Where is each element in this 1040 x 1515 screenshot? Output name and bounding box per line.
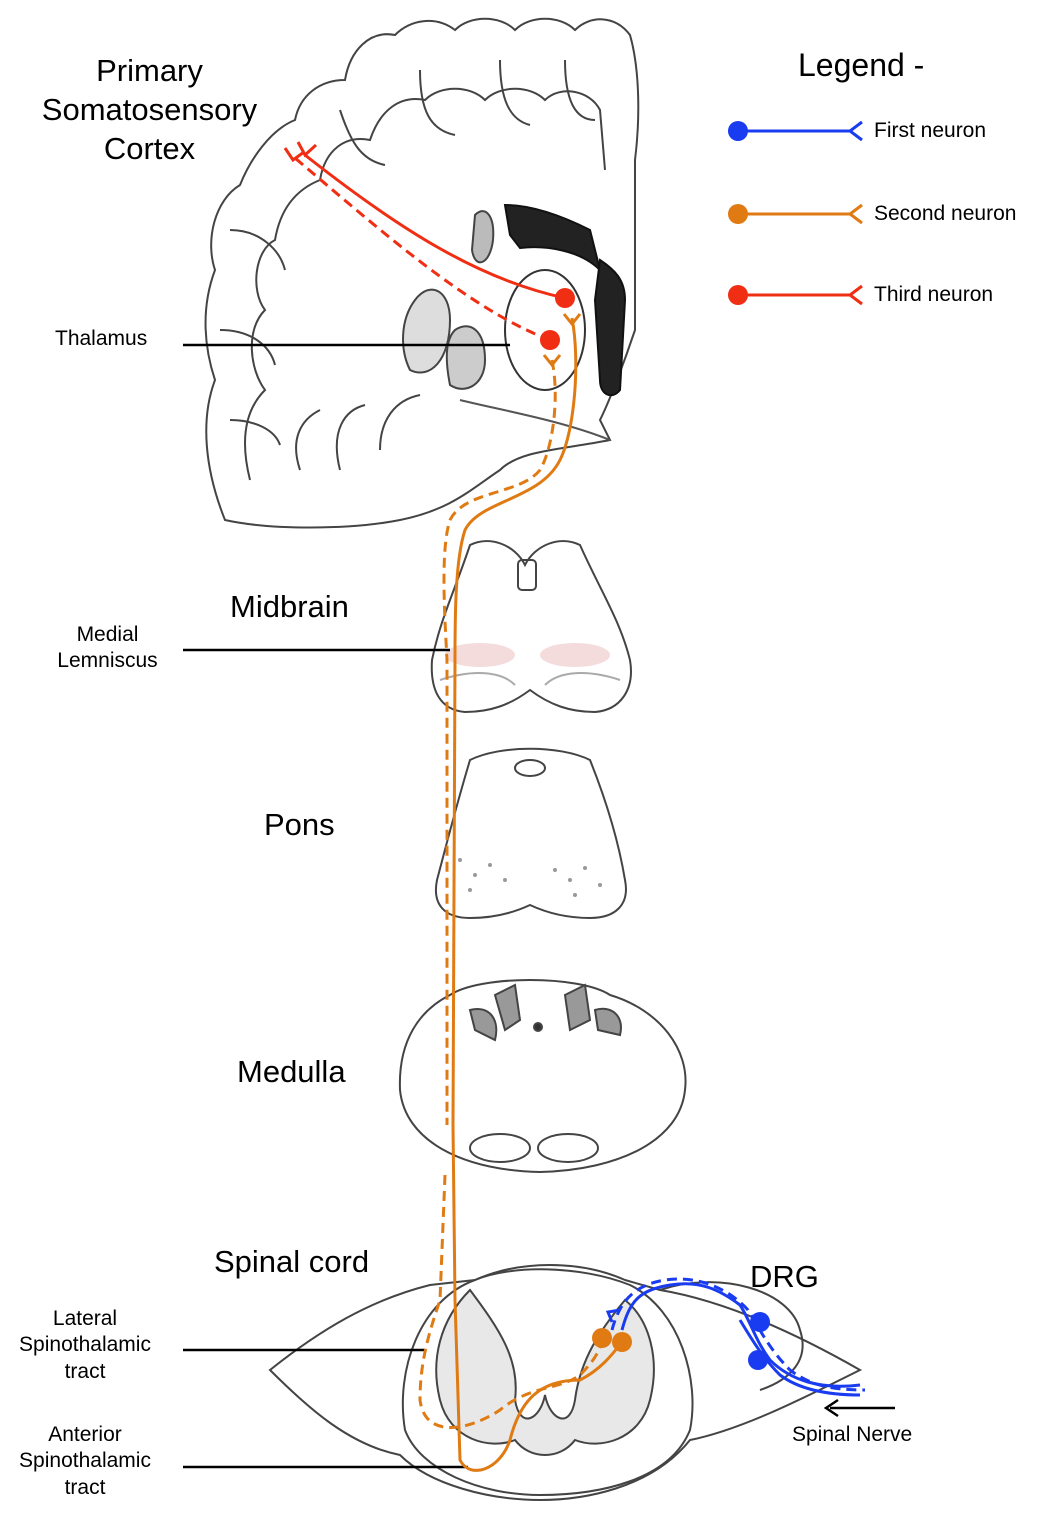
medulla-label: Medulla bbox=[237, 1053, 346, 1092]
first-neuron-cell-1 bbox=[750, 1312, 770, 1332]
medulla-section bbox=[400, 980, 686, 1172]
medial-lemniscus-line1: Medial bbox=[50, 622, 165, 648]
callout-lines bbox=[183, 345, 895, 1467]
third-neuron-cell-2 bbox=[540, 330, 560, 350]
lateral-tract-line2: Spinothalamic bbox=[5, 1332, 165, 1358]
pons-section bbox=[436, 749, 626, 918]
anterior-tract-line3: tract bbox=[5, 1475, 165, 1501]
midbrain-section bbox=[432, 541, 631, 712]
legend-symbol-second bbox=[728, 204, 862, 224]
anterior-tract-line1: Anterior bbox=[5, 1422, 165, 1448]
spinal-cord-label: Spinal cord bbox=[214, 1243, 369, 1282]
first-neuron-cell-2 bbox=[748, 1350, 768, 1370]
lateral-tract-label: Lateral Spinothalamic tract bbox=[5, 1306, 165, 1385]
legend-symbol-third bbox=[728, 285, 862, 305]
cortex-label-line3: Cortex bbox=[22, 130, 277, 169]
cortex-label: Primary Somatosensory Cortex bbox=[22, 52, 277, 168]
pons-label: Pons bbox=[264, 806, 335, 845]
third-neuron-cell-1 bbox=[555, 288, 575, 308]
second-neuron-cell-2 bbox=[612, 1332, 632, 1352]
second-neuron-paths bbox=[420, 314, 622, 1470]
thalamus-label: Thalamus bbox=[55, 326, 147, 352]
legend-label-first: First neuron bbox=[874, 119, 986, 143]
lateral-tract-line1: Lateral bbox=[5, 1306, 165, 1332]
spinal-nerve-label: Spinal Nerve bbox=[792, 1422, 912, 1448]
anterior-tract-label: Anterior Spinothalamic tract bbox=[5, 1422, 165, 1501]
medial-lemniscus-line2: Lemniscus bbox=[50, 648, 165, 674]
legend-label-third: Third neuron bbox=[874, 283, 993, 307]
drg-label: DRG bbox=[750, 1258, 819, 1297]
anterior-tract-line2: Spinothalamic bbox=[5, 1448, 165, 1474]
midbrain-label: Midbrain bbox=[230, 588, 349, 627]
medial-lemniscus-label: Medial Lemniscus bbox=[50, 622, 165, 675]
legend-symbol-first bbox=[728, 121, 862, 141]
cortex-label-line2: Somatosensory bbox=[22, 91, 277, 130]
lateral-tract-line3: tract bbox=[5, 1359, 165, 1385]
legend-label-second: Second neuron bbox=[874, 202, 1016, 226]
cortex-label-line1: Primary bbox=[22, 52, 277, 91]
legend-title: Legend - bbox=[798, 45, 924, 85]
second-neuron-cell-1 bbox=[592, 1328, 612, 1348]
